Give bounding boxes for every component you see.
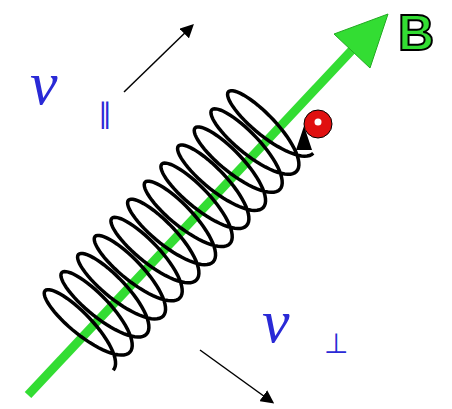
perpendicular-subscript: ⊥: [324, 330, 348, 358]
velocity-symbol: v: [262, 290, 290, 352]
parallel-arrow: [124, 26, 192, 92]
field-line: [28, 50, 352, 395]
parallel-subscript: ∥: [98, 100, 112, 128]
field-label: B: [398, 8, 434, 58]
helix-path: [44, 91, 313, 371]
field-arrowhead: [334, 14, 388, 68]
charged-particle: [304, 110, 332, 138]
perpendicular-arrow: [200, 350, 272, 402]
particle-highlight: [315, 119, 322, 126]
velocity-symbol: v: [30, 52, 58, 114]
